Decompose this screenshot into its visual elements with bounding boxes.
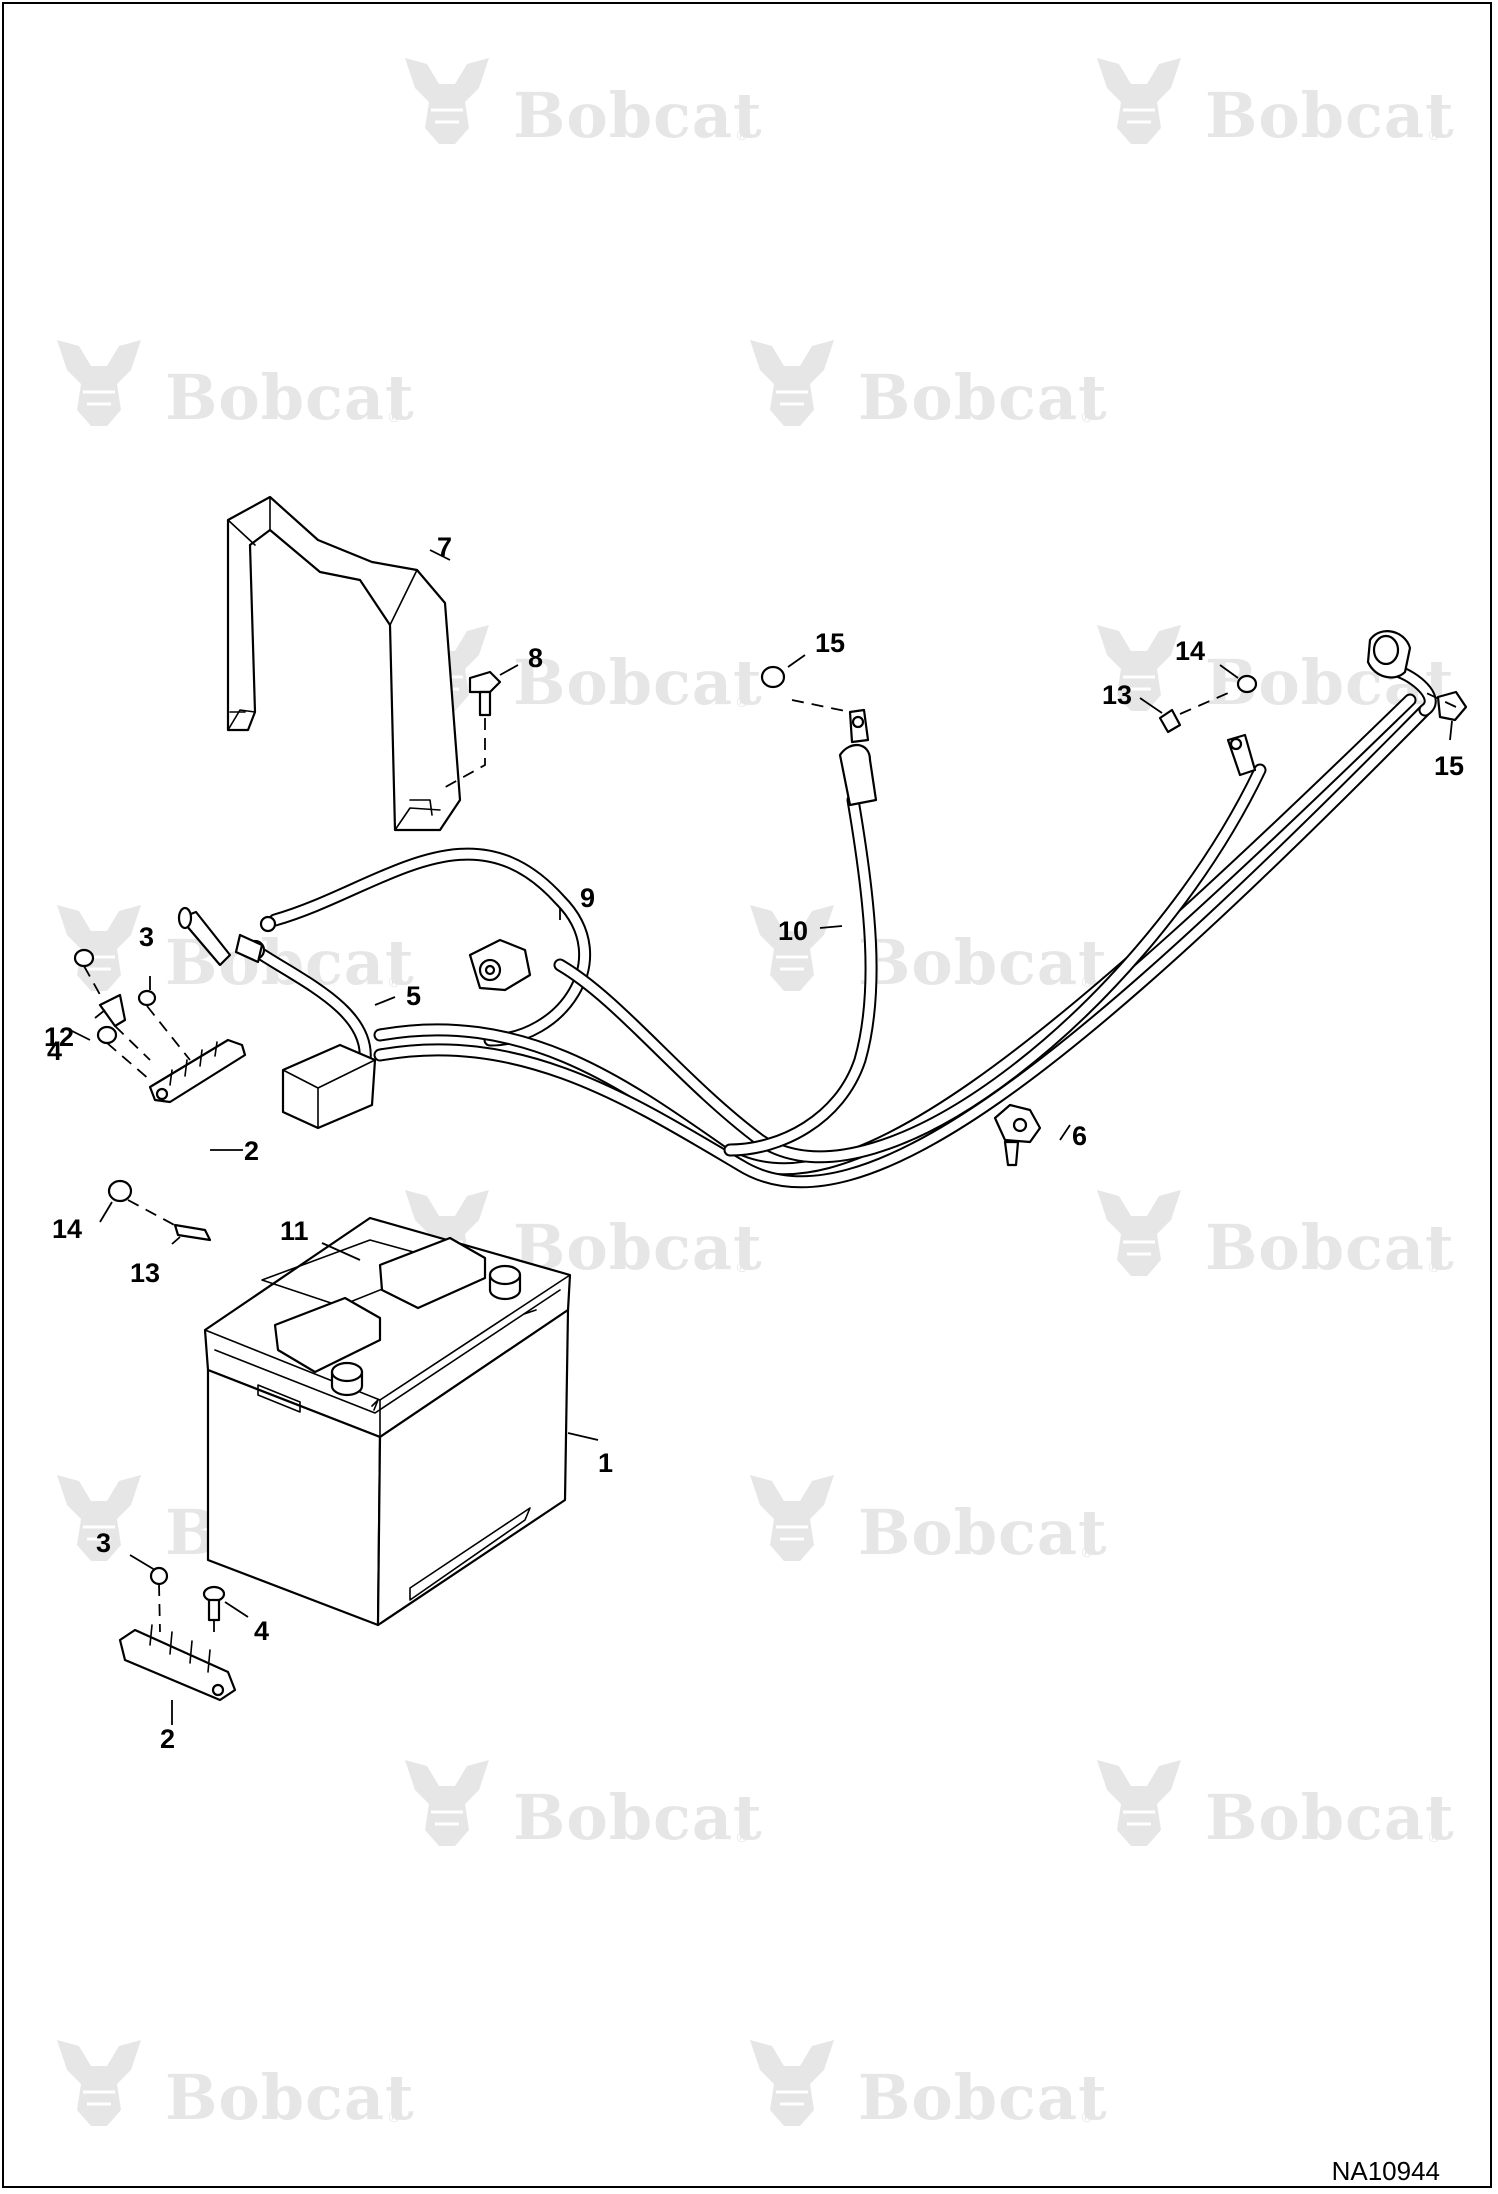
cable-clip-6 (993, 1103, 1042, 1167)
watermark-reg: ® (1427, 1260, 1441, 1276)
callout-11: 11 (280, 1216, 309, 1246)
callout-13-left: 13 (130, 1258, 160, 1288)
watermark-text: Bobcat (513, 79, 763, 152)
watermark-reg: ® (387, 2110, 401, 2126)
callout-3-lower: 3 (96, 1528, 111, 1558)
callout-7: 7 (437, 532, 452, 562)
watermark-reg: ® (387, 410, 401, 426)
bobcat-logo-icon (748, 2038, 836, 2128)
bobcat-logo-icon (55, 338, 143, 428)
watermark-reg: ® (1080, 975, 1094, 991)
battery (203, 1216, 572, 1627)
callout-10: 10 (778, 916, 808, 946)
callout-12: 12 (44, 1022, 74, 1052)
watermark-reg: ® (387, 975, 401, 991)
watermark-text: Bobcat (1205, 79, 1455, 152)
callout-4-upper: 4 (47, 1036, 62, 1066)
callout-14-left: 14 (52, 1214, 82, 1244)
bobcat-logo-icon (403, 1758, 491, 1848)
callout-13-right: 13 (1102, 680, 1132, 710)
callout-1: 1 (598, 1448, 613, 1478)
watermark-text: Bobcat (165, 361, 415, 434)
callout-2-lower: 2 (160, 1724, 175, 1754)
callout-15-top: 15 (815, 628, 845, 658)
watermark-reg: ® (1080, 2110, 1094, 2126)
bobcat-logo-icon (748, 338, 836, 428)
callout-15-right: 15 (1434, 751, 1464, 781)
watermark-text: Bobcat (858, 926, 1108, 999)
watermark-reg: ® (735, 1260, 749, 1276)
callout-3-upper: 3 (139, 922, 154, 952)
bolt-8-path (439, 718, 486, 791)
cable-terminals (177, 630, 1412, 967)
watermark-text: Bobcat (858, 1496, 1108, 1569)
callout-8: 8 (528, 643, 543, 673)
battery-bracket (226, 495, 462, 832)
terminal-block-lower (118, 1624, 237, 1702)
leader-lines (69, 549, 1453, 1725)
watermark-text: Bobcat (165, 2061, 415, 2134)
bobcat-logo-icon (1095, 56, 1183, 146)
watermark-reg: ® (1080, 1545, 1094, 1561)
watermark-text: Bobcat (1205, 1781, 1455, 1854)
callout-6: 6 (1072, 1121, 1087, 1151)
watermark-reg: ® (735, 1830, 749, 1846)
assembly-lines (83, 689, 1457, 1640)
watermark-text: Bobcat (513, 646, 763, 719)
watermark-text: Bobcat (858, 2061, 1108, 2134)
watermark-reg: ® (1080, 410, 1094, 426)
watermark-text: Bobcat (513, 1781, 763, 1854)
callout-labels: 1 2 2 3 3 4 4 5 6 7 8 9 10 11 12 13 13 1… (44, 532, 1464, 1754)
bobcat-logo-icon (403, 56, 491, 146)
watermark-reg: ® (1427, 128, 1441, 144)
watermark-text: Bobcat (858, 361, 1108, 434)
bobcat-logo-icon (1095, 1188, 1183, 1278)
bobcat-logo-icon (748, 1473, 836, 1563)
callout-5: 5 (406, 981, 421, 1011)
callout-9: 9 (580, 883, 595, 913)
watermark-reg: ® (735, 128, 749, 144)
bobcat-logo-icon (55, 2038, 143, 2128)
bobcat-logo-icon (1095, 1758, 1183, 1848)
terminal-cover-box (281, 1043, 377, 1130)
bobcat-logo-icon (55, 903, 143, 993)
callout-2-upper: 2 (244, 1136, 259, 1166)
watermark-text: Bobcat (1205, 1211, 1455, 1284)
figure-id: NA10944 (1332, 2156, 1440, 2186)
watermark-reg: ® (1427, 1830, 1441, 1846)
watermark-layer: Bobcat ® Bobcat ® Bobcat ® Bobcat ® Bobc… (55, 56, 1455, 2134)
battery-clamp (468, 938, 532, 992)
bolt-8 (468, 670, 502, 717)
watermark-reg: ® (735, 695, 749, 711)
terminal-block-upper (148, 1038, 247, 1104)
callout-4-lower: 4 (254, 1616, 269, 1646)
callout-14-right: 14 (1175, 636, 1205, 666)
cable-harness (248, 665, 1437, 1189)
